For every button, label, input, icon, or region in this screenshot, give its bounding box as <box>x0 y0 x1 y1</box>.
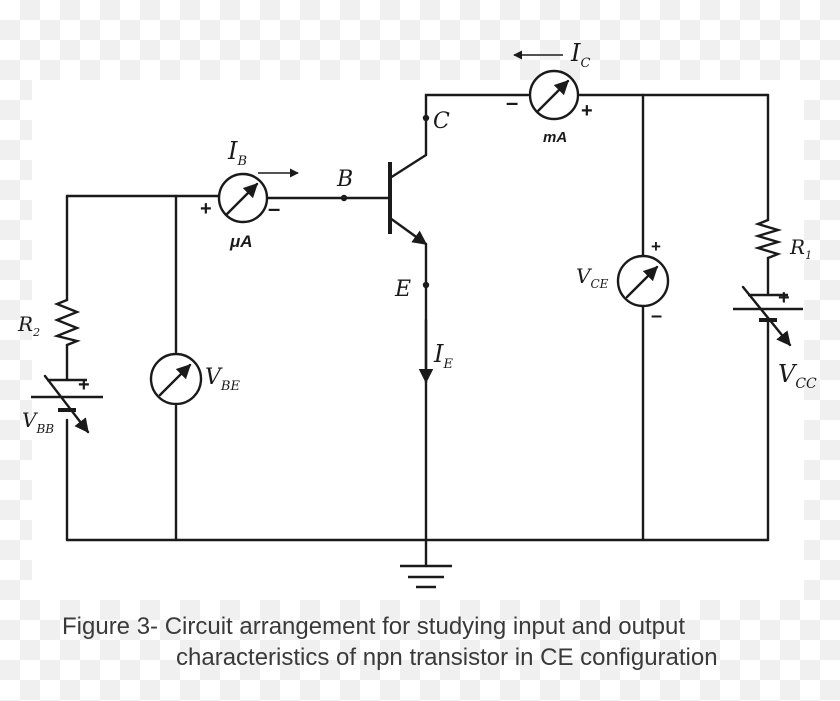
wires <box>65 93 770 568</box>
resistor-r1 <box>753 218 783 260</box>
label-r2: R2 <box>17 312 40 339</box>
unit-milliammeter: mA <box>543 129 567 146</box>
microammeter <box>217 172 269 224</box>
label-vce: VCE <box>576 264 609 291</box>
battery-vcc <box>733 285 803 347</box>
node-dot-base <box>340 194 348 202</box>
label-r1: R1 <box>789 235 812 262</box>
sign-minus-vce: – <box>651 305 662 327</box>
label-vcc: VCC <box>778 360 817 392</box>
label-c: C <box>433 109 450 134</box>
label-vbe: VBE <box>205 365 240 394</box>
sign-plus-ma: + <box>581 100 593 122</box>
sign-plus-vbb: + <box>78 374 90 396</box>
label-ib: IB <box>227 137 247 169</box>
resistor-r2 <box>53 298 81 347</box>
caption-line-1: Figure 3- Circuit arrangement for studyi… <box>62 613 685 640</box>
npn-transistor <box>388 153 428 246</box>
sign-plus-vce: + <box>651 237 661 256</box>
sign-minus-ma: – <box>506 90 518 115</box>
unit-microammeter: μA <box>229 232 253 251</box>
diagram-panel <box>32 80 804 600</box>
voltmeter-vce <box>616 254 670 308</box>
label-e: E <box>394 277 411 302</box>
node-dot-emitter <box>422 281 430 289</box>
label-b: B <box>336 167 353 192</box>
sign-minus-ua: – <box>268 196 280 221</box>
sign-plus-ua: + <box>200 198 212 220</box>
label-vbb: VBB <box>22 408 54 436</box>
label-ie: IE <box>433 340 453 372</box>
battery-vbb <box>31 374 103 434</box>
ground-symbol <box>400 564 452 589</box>
node-dot-collector <box>422 114 430 122</box>
sign-plus-vcc: + <box>778 287 790 309</box>
milliammeter <box>528 69 580 121</box>
voltmeter-vbe <box>149 352 203 406</box>
label-ic: IC <box>570 39 590 71</box>
caption-line-2: characteristics of npn transistor in CE … <box>176 644 718 671</box>
